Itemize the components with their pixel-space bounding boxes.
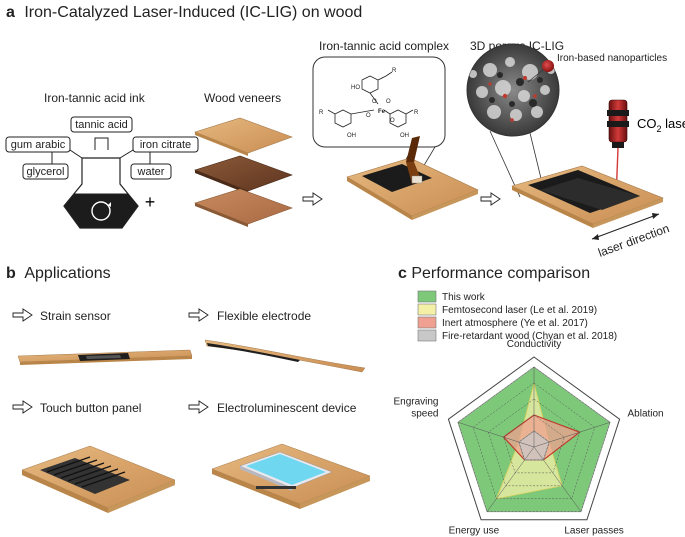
oxygen-label-3: O [366, 113, 371, 119]
hydroxyl-label-1: HO [351, 85, 360, 91]
laser-direction-arrow [591, 213, 660, 240]
ink-component-citrate-text: iron citrate [140, 139, 191, 151]
ink-component-gum: gum arabic [5, 136, 71, 153]
application-touch-panel: Touch button panel [12, 400, 176, 513]
el-glow [246, 454, 326, 485]
application-el-device: Electroluminescent device [188, 400, 371, 509]
radar-axis-label: Energy use [449, 525, 500, 536]
svg-text:c Performance com: c Performance comparison [398, 265, 590, 282]
radar-grid-level [518, 430, 550, 461]
radar-grid-level [488, 398, 580, 487]
svg-text:CO2 laser: CO2 laser [637, 116, 685, 134]
hydroxyl-label-2: OH [347, 133, 356, 139]
iron-tannic-molecule [327, 71, 414, 128]
touch-panel-label: Touch button panel [40, 401, 141, 415]
laser-label-word: laser [662, 116, 685, 131]
stir-icon [91, 201, 111, 221]
step-arrow-1 [302, 192, 323, 206]
legend-swatch [417, 303, 437, 316]
ink-label: Iron-tannic acid ink [44, 91, 146, 105]
panel-b-title: Applications [24, 265, 110, 282]
ink-component-gum-text: gum arabic [11, 139, 66, 151]
panel-c-title-text: Performance comparison [411, 265, 590, 282]
strain-sensor-arrow-icon [12, 308, 33, 322]
application-flexible-electrode: Flexible electrode [188, 308, 366, 373]
el-device-label: Electroluminescent device [217, 401, 357, 415]
oxygen-label-1: O [372, 99, 377, 105]
ink-component-glycerol-text: glycerol [27, 166, 65, 178]
panel-a-letter: a [6, 4, 15, 21]
svg-text:a Iron-Catalyzed Laser-I: a Iron-Catalyzed Laser-Induced (IC-LIG) … [6, 4, 362, 21]
hydroxyl-label-3: OH [400, 133, 409, 139]
ink-component-tannic: tannic acid [70, 116, 133, 133]
complex-callout [312, 56, 446, 173]
ink-component-water-text: water [137, 166, 165, 178]
laser-label-sub: 2 [657, 124, 662, 134]
laser-direction-label: laser direction [596, 221, 671, 260]
r-group-label-3: R [414, 110, 419, 116]
r-group-label-1: R [392, 68, 397, 74]
application-strain-sensor: Strain sensor [12, 308, 193, 365]
legend-entry: Femtosecond laser (Le et al. 2019) [442, 305, 597, 316]
complex-label: Iron-tannic acid complex [319, 39, 449, 53]
legend-swatch [417, 316, 437, 329]
panel-a: a Iron-Catalyzed Laser-Induced (IC-LIG) … [5, 4, 685, 260]
r-group-label-2: R [319, 110, 324, 116]
molecule-atom-labels: Fe O O O O HO OH OH R R R [319, 68, 419, 139]
iron-atom-label: Fe [378, 109, 386, 115]
panel-b-letter: b [6, 265, 16, 282]
step-arrow-2 [480, 192, 501, 206]
radar-spoke [533, 446, 582, 512]
panel-a-title: Iron-Catalyzed Laser-Induced (IC-LIG) on… [24, 4, 362, 21]
radar-spoke [486, 446, 535, 512]
ink-component-water: water [130, 163, 172, 180]
plus-sign: + [145, 192, 156, 212]
legend-swatch [417, 329, 437, 342]
ink-component-glycerol: glycerol [22, 163, 69, 180]
brush-icon [406, 136, 423, 184]
nanoparticle-marker [527, 60, 554, 83]
panel-b: b Applications Strain sensor Flexible el… [6, 265, 371, 513]
svg-text:b Applications: b Applications [6, 265, 111, 282]
radar-grid-level [457, 366, 611, 512]
radar-spoke [457, 422, 535, 448]
flexible-electrode-arrow-icon [188, 308, 209, 322]
veneers-label: Wood veneers [204, 91, 281, 105]
radar-axis-label: Conductivity [507, 339, 561, 350]
oxygen-label-2: O [386, 99, 391, 105]
laser-label-co: CO [637, 116, 657, 131]
wood-veneers [194, 117, 293, 227]
ink-component-tannic-text: tannic acid [75, 119, 128, 131]
oxygen-label-4: O [390, 118, 395, 124]
svg-text:Iron-based nanoparticles: Iron-based nanoparticles [557, 53, 667, 64]
radar-axis-label: Laser passes [564, 525, 623, 536]
legend-entry: Fire-retardant wood (Chyan et al. 2018) [442, 331, 617, 342]
laser-board [511, 165, 664, 228]
panel-c-letter: c [398, 265, 407, 282]
ink-component-citrate: iron citrate [132, 136, 199, 153]
radar-grid-level [472, 382, 596, 500]
panel-c: c Performance comparison This workFemtos… [393, 265, 663, 536]
nanoparticles-label: Iron-based nanoparticles [557, 53, 667, 64]
touch-panel-arrow-icon [12, 400, 33, 414]
legend-entry: Inert atmosphere (Ye et al. 2017) [442, 318, 588, 329]
strain-sensor-label: Strain sensor [40, 309, 111, 323]
legend-swatch [417, 290, 437, 303]
el-device-arrow-icon [188, 400, 209, 414]
radar-axis-label: Ablation [627, 409, 663, 420]
flexible-electrode-label: Flexible electrode [217, 309, 311, 323]
legend-entry: This work [442, 292, 486, 303]
radar-spoke [533, 422, 611, 448]
